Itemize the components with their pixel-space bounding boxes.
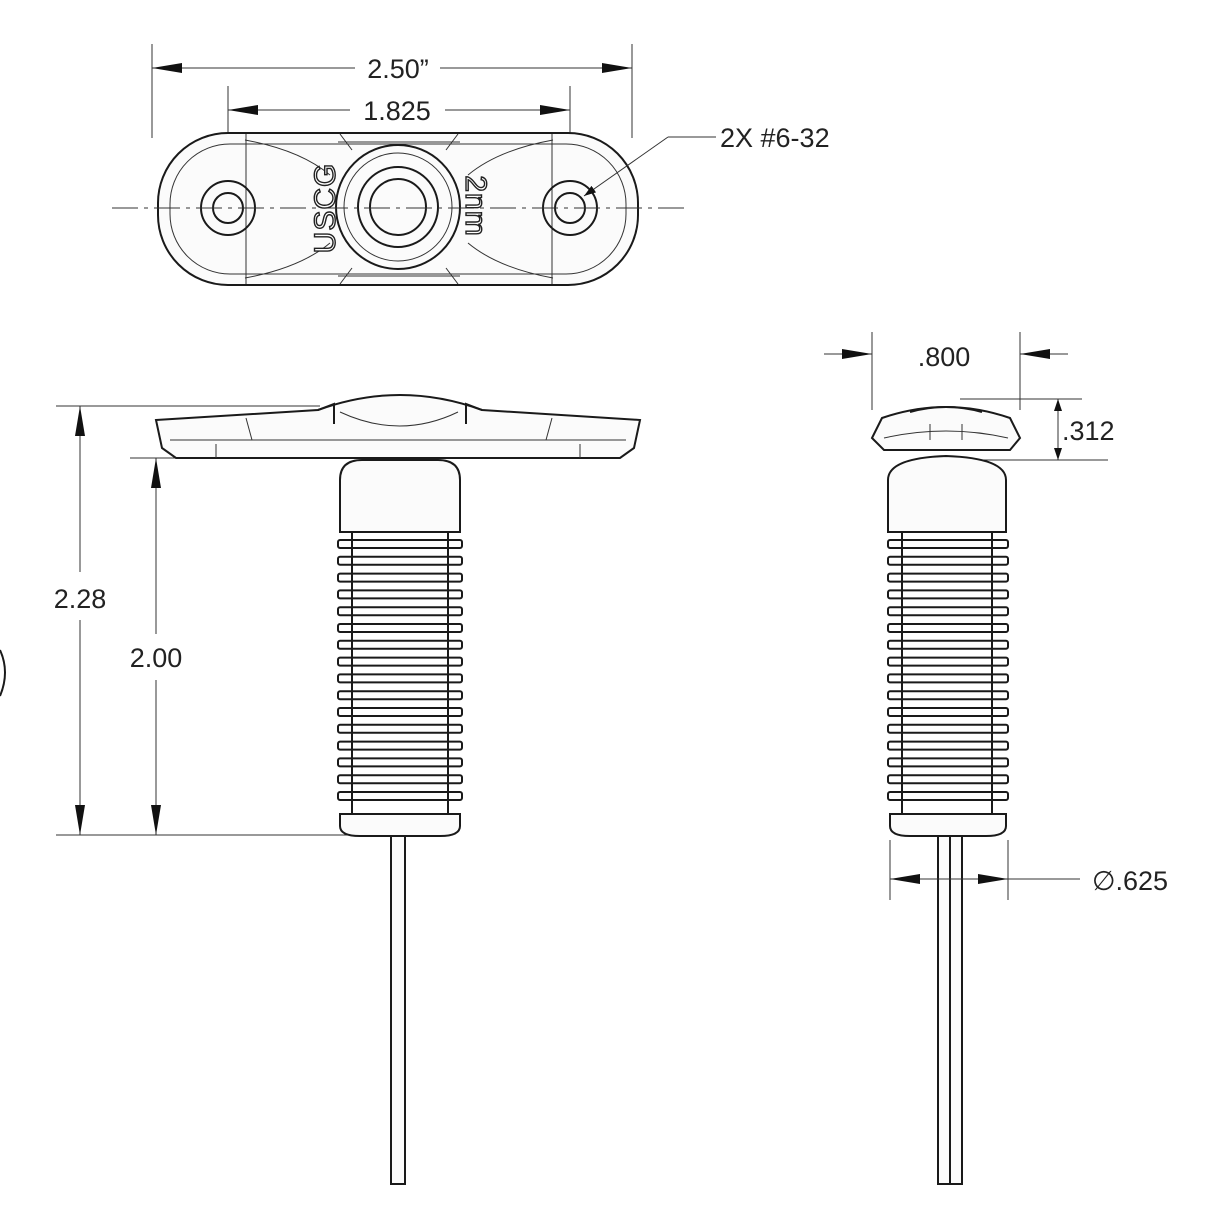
cooling-fin	[337, 757, 463, 768]
cooling-fin	[887, 639, 1009, 650]
side-lead-wire-2	[949, 835, 963, 1185]
emboss-2nm: 2nm	[459, 175, 492, 236]
cooling-fin	[887, 623, 1009, 633]
dim-overall-height: 2.28	[54, 406, 107, 835]
cooling-fin	[887, 656, 1009, 667]
cooling-fin	[887, 723, 1009, 734]
cooling-fin	[337, 555, 463, 566]
cooling-fin	[337, 539, 463, 549]
cooling-fin	[887, 589, 1009, 600]
cooling-fin	[337, 639, 463, 650]
front-flange	[154, 394, 642, 459]
light-boss	[335, 144, 461, 270]
cooling-fin	[337, 623, 463, 633]
cooling-fin	[337, 589, 463, 600]
cooling-fin	[337, 673, 463, 684]
front-body-cap	[339, 459, 461, 533]
side-body-bottom	[889, 813, 1007, 837]
body-diameter-label: ∅.625	[1092, 866, 1168, 896]
cooling-fin	[887, 539, 1009, 549]
cooling-fin	[887, 555, 1009, 566]
cooling-fin	[887, 572, 1009, 583]
emboss-uscg: USCG	[309, 163, 342, 254]
overall-width-label: 2.50”	[367, 54, 429, 84]
side-body-cap	[887, 454, 1007, 533]
dim-hole-spacing: 1.825	[228, 96, 570, 126]
side-flange	[870, 406, 1022, 451]
dim-flange-width: .800	[824, 342, 1068, 372]
hole-spacing-label: 1.825	[363, 96, 431, 126]
side-lead-wire-1	[937, 835, 951, 1185]
cooling-fin	[337, 774, 463, 785]
cooling-fin	[887, 673, 1009, 684]
top-view: 2.50” 1.825	[112, 44, 830, 286]
cooling-fin	[887, 757, 1009, 768]
cooling-fin	[887, 690, 1009, 701]
dim-flange-thickness: .312	[1054, 399, 1115, 460]
flange-width-label: .800	[918, 342, 971, 372]
edge-fragment	[0, 649, 6, 697]
cooling-fin	[337, 572, 463, 583]
cooling-fin	[887, 740, 1009, 751]
hole-callout-label: 2X #6-32	[720, 123, 830, 153]
overall-height-label: 2.28	[54, 584, 107, 614]
cooling-fin	[337, 690, 463, 701]
front-lead-wire	[390, 835, 406, 1185]
cooling-fin	[887, 791, 1009, 801]
cooling-fin	[887, 606, 1009, 617]
front-threaded-body	[337, 531, 463, 815]
cooling-fin	[337, 723, 463, 734]
cooling-fin	[337, 740, 463, 751]
hole-callout: 2X #6-32	[583, 123, 830, 197]
front-body-bottom	[339, 813, 461, 837]
flange-thickness-label: .312	[1062, 416, 1115, 446]
dim-body-diameter: ∅.625	[890, 866, 1168, 896]
cooling-fin	[887, 774, 1009, 785]
dim-overall-width: 2.50”	[152, 54, 632, 84]
front-view: 2.28 2.00	[54, 394, 642, 1185]
mount-plate-top	[157, 132, 639, 286]
cooling-fin	[337, 707, 463, 717]
cooling-fin	[337, 606, 463, 617]
dim-body-height: 2.00	[130, 458, 183, 835]
cooling-fin	[337, 656, 463, 667]
cooling-fin	[337, 791, 463, 801]
side-view: .800 .312 ∅.625	[824, 332, 1168, 1185]
cooling-fin	[887, 707, 1009, 717]
side-threaded-body	[887, 531, 1009, 815]
body-height-label: 2.00	[130, 643, 183, 673]
